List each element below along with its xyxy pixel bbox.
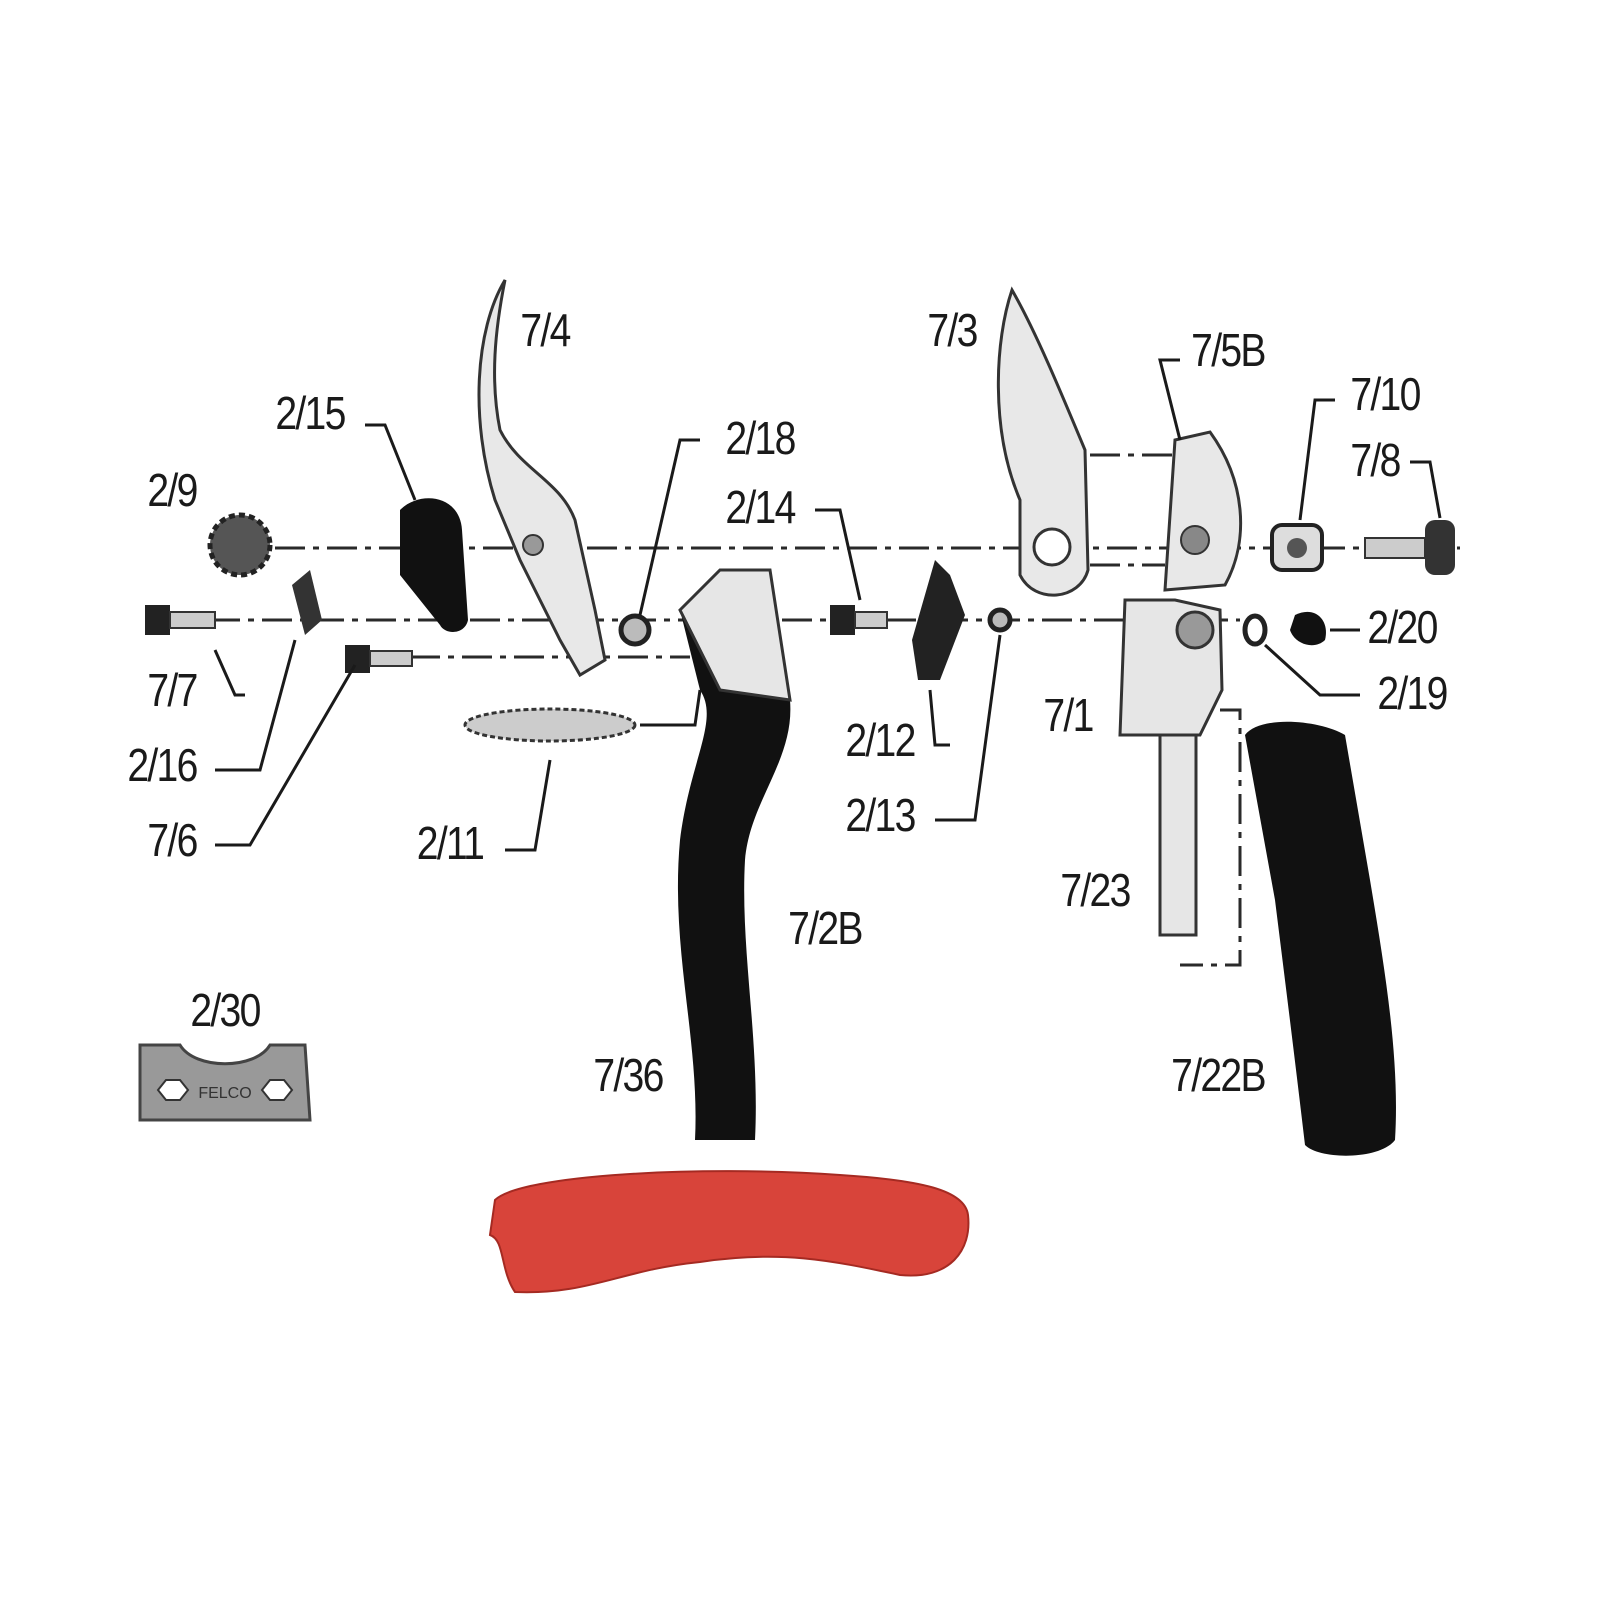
shaft-7-23 — [1158, 733, 1198, 937]
label-2-19: 2/19 — [1377, 667, 1448, 719]
washer-2-18 — [618, 613, 652, 647]
label-7-8: 7/8 — [1350, 434, 1401, 486]
label-2-12: 2/12 — [845, 714, 916, 766]
label-2-15: 2/15 — [275, 387, 346, 439]
plate-7-5B — [1163, 430, 1243, 592]
label-7-10: 7/10 — [1350, 368, 1421, 420]
label-7-36: 7/36 — [593, 1049, 664, 1101]
handle-7-2B — [677, 570, 791, 1140]
handle-7-22B — [1245, 721, 1396, 1156]
spring-2-11 — [463, 707, 637, 743]
label-7-2B: 7/2B — [788, 902, 863, 954]
label-7-3: 7/3 — [927, 304, 978, 356]
screw-7-7 — [145, 605, 216, 635]
screw-2-14 — [830, 605, 888, 635]
grip-7-36 — [488, 1170, 970, 1294]
label-2-18: 2/18 — [725, 412, 796, 464]
screw-7-6 — [345, 645, 413, 673]
assembly-axes — [210, 453, 1460, 967]
blade-7-4 — [477, 279, 607, 678]
cap-2-20 — [1290, 611, 1326, 646]
part-2-16 — [292, 570, 322, 635]
bushing-7-10 — [1270, 523, 1324, 572]
label-2-14: 2/14 — [725, 481, 796, 533]
plate-2-15 — [400, 498, 468, 632]
label-7-4: 7/4 — [520, 304, 571, 356]
label-7-22B: 7/22B — [1171, 1049, 1266, 1101]
label-7-5B: 7/5B — [1191, 324, 1266, 376]
ring-2-19 — [1242, 613, 1268, 647]
label-2-30: 2/30 — [190, 984, 261, 1036]
label-2-20: 2/20 — [1367, 601, 1438, 653]
felco-logo: FELCO — [198, 1085, 251, 1102]
nut-2-9 — [207, 512, 273, 578]
label-2-11: 2/11 — [416, 817, 485, 869]
label-2-9: 2/9 — [147, 464, 198, 516]
washer-2-13 — [987, 607, 1013, 633]
label-2-16: 2/16 — [127, 739, 198, 791]
label-7-1: 7/1 — [1043, 689, 1094, 741]
tool-2-30 — [138, 1043, 312, 1122]
label-7-6: 7/6 — [147, 814, 198, 866]
part-2-12 — [912, 560, 965, 680]
label-7-23: 7/23 — [1060, 864, 1131, 916]
leader-lines — [213, 358, 1442, 852]
label-2-13: 2/13 — [845, 789, 916, 841]
bolt-7-8 — [1364, 520, 1455, 575]
label-7-7: 7/7 — [147, 664, 198, 716]
blade-7-3 — [996, 286, 1090, 597]
